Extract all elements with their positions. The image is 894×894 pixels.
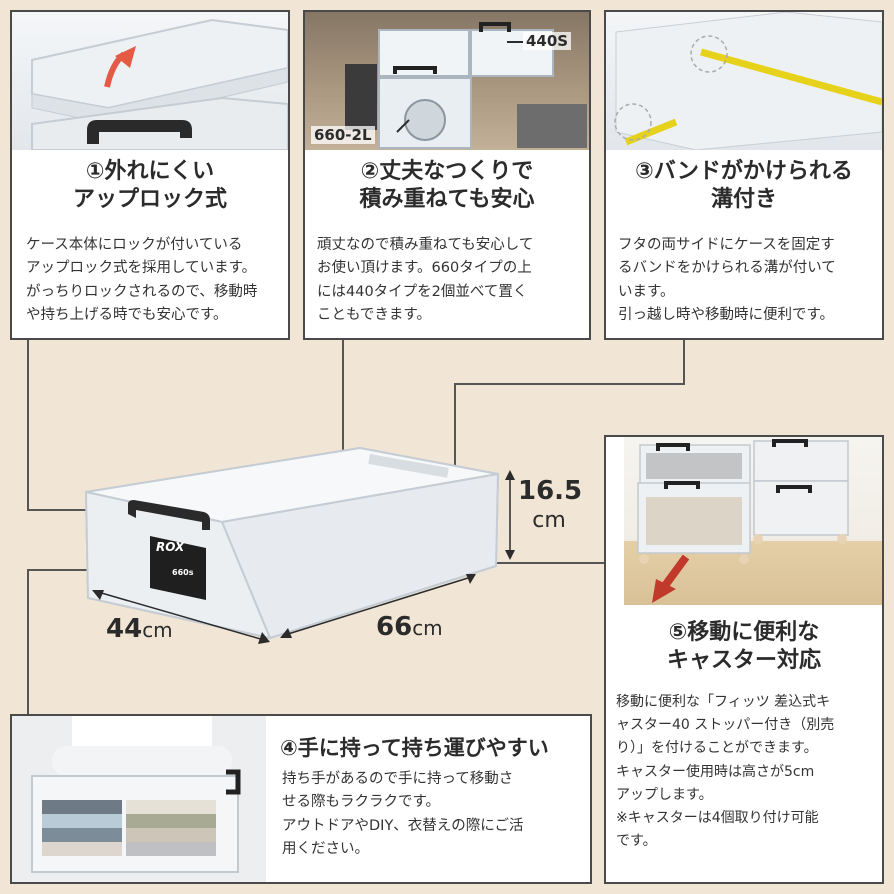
portable-illustration (31, 716, 241, 873)
caster-illustration (606, 437, 849, 605)
panel-description: フタの両サイドにケースを固定す るバンドをかけられる溝が付いて います。 引っ越… (618, 237, 836, 324)
panel-description: 頑丈なので積み重ねても安心して お使い頂けます。660タイプの上 には440タイ… (317, 237, 534, 324)
connector-line (683, 338, 685, 384)
panel-description: 持ち手があるので手に持って移動さ せる際もラクラクです。 アウトドアやDIY、衣… (282, 771, 524, 858)
connector-line (342, 338, 344, 478)
band-groove-illustration (614, 12, 882, 150)
product-model-label: 660s (172, 568, 194, 577)
stacking-photo: 440S 660-2L (305, 12, 589, 150)
width-dimension: 66cm (376, 612, 443, 642)
connector-line (27, 569, 29, 717)
feature-panel-portable: ④手に持って持ち運びやすい 持ち手があるので手に持って移動さ せる際もラクラクで… (10, 714, 592, 884)
height-dimension: 16.5 cm (518, 476, 583, 533)
connector-line (27, 509, 137, 511)
feature-panel-stacking: 440S 660-2L ②丈夫なつくりで 積み重ねても安心 頑丈なので積み重ねて… (303, 10, 591, 340)
uplock-illustration (31, 18, 288, 150)
size-label-660-2l: 660-2L (311, 126, 375, 144)
panel-description: 移動に便利な「フィッツ 差込式キ ャスター40 ストッパー付き（別売 り）」を付… (616, 694, 835, 850)
product-brand-label: ROX (156, 540, 185, 554)
height-dimension-arrow (505, 470, 515, 560)
feature-panel-caster: ⑤移動に便利な キャスター対応 移動に便利な「フィッツ 差込式キ ャスター40 … (604, 435, 884, 884)
uplock-photo (12, 12, 288, 150)
connector-line (454, 383, 456, 483)
panel-title: ⑤移動に便利な キャスター対応 (666, 620, 821, 673)
panel-description: ケース本体にロックが付いている アップロック式を採用しています。 がっちりロック… (26, 237, 258, 324)
connector-line (27, 569, 139, 571)
portable-photo (12, 716, 266, 882)
connector-line (27, 338, 29, 510)
panel-title: ②丈夫なつくりで 積み重ねても安心 (359, 159, 535, 212)
band-groove-photo (606, 12, 882, 150)
size-label-440s: 440S (523, 32, 572, 50)
connector-line (466, 562, 608, 564)
feature-panel-band-groove: ③バンドがかけられる 溝付き フタの両サイドにケースを固定す るバンドをかけられ… (604, 10, 884, 340)
width-dimension-arrow (280, 574, 476, 638)
panel-title: ④手に持って持ち運びやすい (280, 736, 549, 760)
depth-dimension-arrow (92, 590, 270, 644)
panel-title: ①外れにくい アップロック式 (72, 159, 227, 212)
connector-line (454, 383, 685, 385)
panel-title: ③バンドがかけられる 溝付き (635, 159, 853, 212)
feature-panel-uplock: ①外れにくい アップロック式 ケース本体にロックが付いている アップロック式を採… (10, 10, 290, 340)
depth-dimension: 44cm (106, 614, 173, 644)
caster-photo (606, 437, 882, 605)
